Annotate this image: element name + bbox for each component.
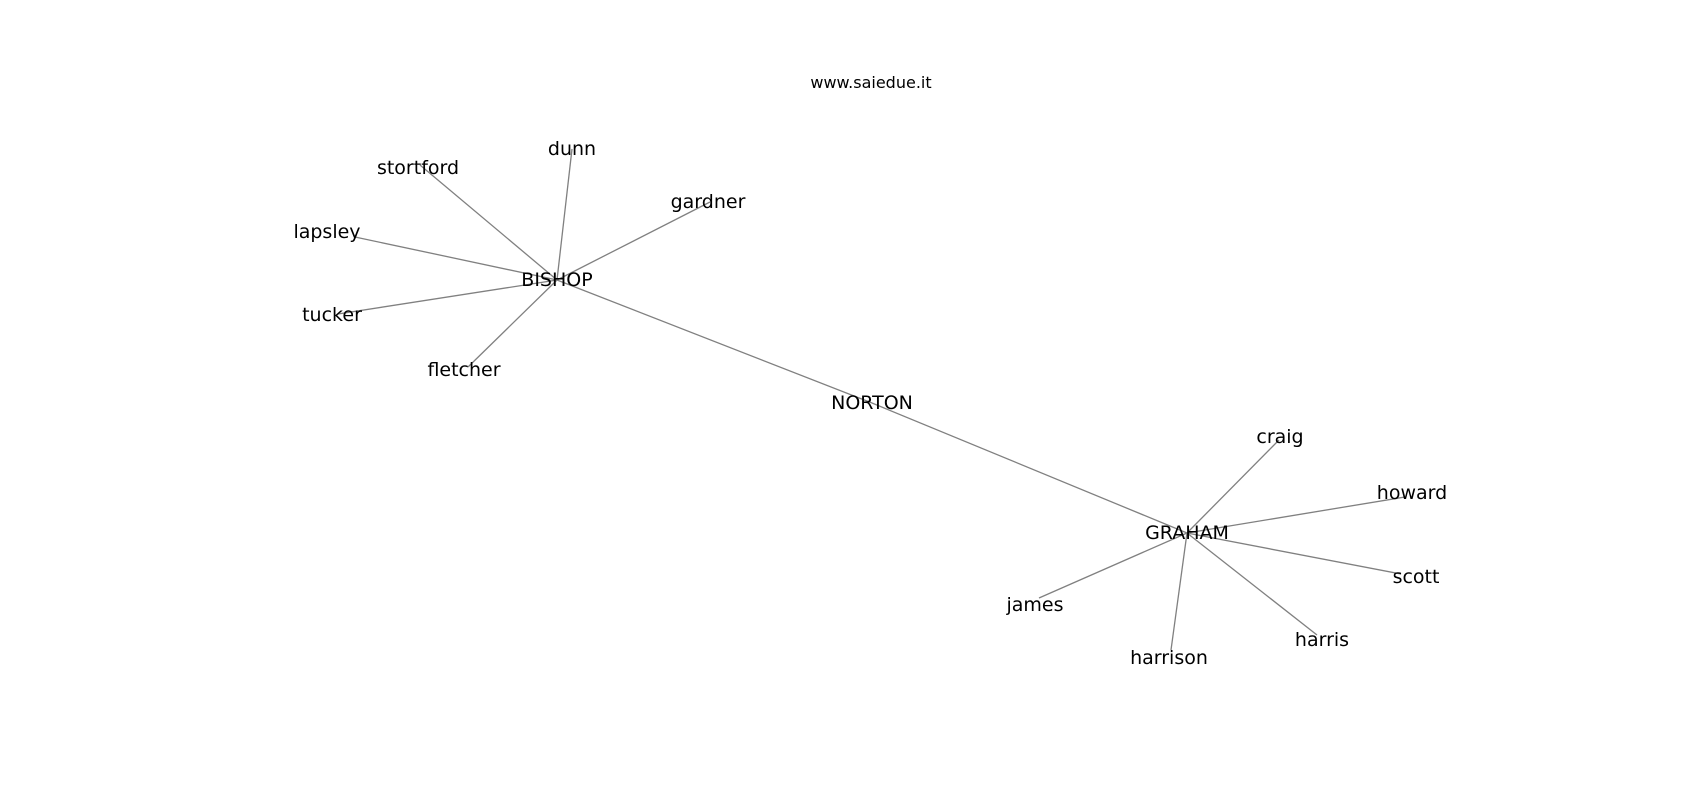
edge-graham-harris: [1186, 532, 1318, 636]
header-text: www.saiedue.it: [810, 73, 931, 92]
node-label-craig: craig: [1256, 426, 1303, 448]
graph-edges: [337, 148, 1406, 651]
edge-graham-howard: [1186, 496, 1406, 534]
edge-graham-scott: [1186, 532, 1402, 575]
edge-norton-graham: [871, 402, 1188, 534]
node-label-harrison: harrison: [1130, 647, 1208, 669]
node-label-fletcher: fletcher: [427, 359, 500, 381]
edge-bishop-stortford: [419, 164, 558, 281]
node-label-harris: harris: [1295, 629, 1349, 651]
node-label-james: james: [1005, 594, 1063, 616]
edge-bishop-fletcher: [467, 279, 558, 368]
edge-graham-harrison: [1170, 532, 1188, 651]
node-label-gardner: gardner: [671, 191, 746, 213]
edge-bishop-dunn: [556, 148, 573, 281]
node-label-scott: scott: [1393, 566, 1440, 588]
graph-nodes: NORTON BISHOP GRAHAM dunn stortford gardner la…: [293, 138, 1447, 669]
edge-bishop-tucker: [337, 279, 558, 315]
edge-bishop-lapsley: [354, 236, 558, 281]
edge-bishop-gardner: [556, 201, 711, 281]
edge-graham-james: [1038, 532, 1188, 599]
node-label-lapsley: lapsley: [293, 221, 360, 243]
edge-bishop-norton: [556, 279, 873, 404]
node-label-graham: GRAHAM: [1145, 522, 1229, 544]
node-label-bishop: BISHOP: [521, 269, 592, 291]
node-label-howard: howard: [1377, 482, 1447, 504]
node-label-norton: NORTON: [831, 392, 913, 414]
node-label-stortford: stortford: [377, 157, 459, 179]
node-label-tucker: tucker: [302, 304, 362, 326]
edge-graham-craig: [1186, 439, 1280, 534]
node-label-dunn: dunn: [548, 138, 596, 160]
